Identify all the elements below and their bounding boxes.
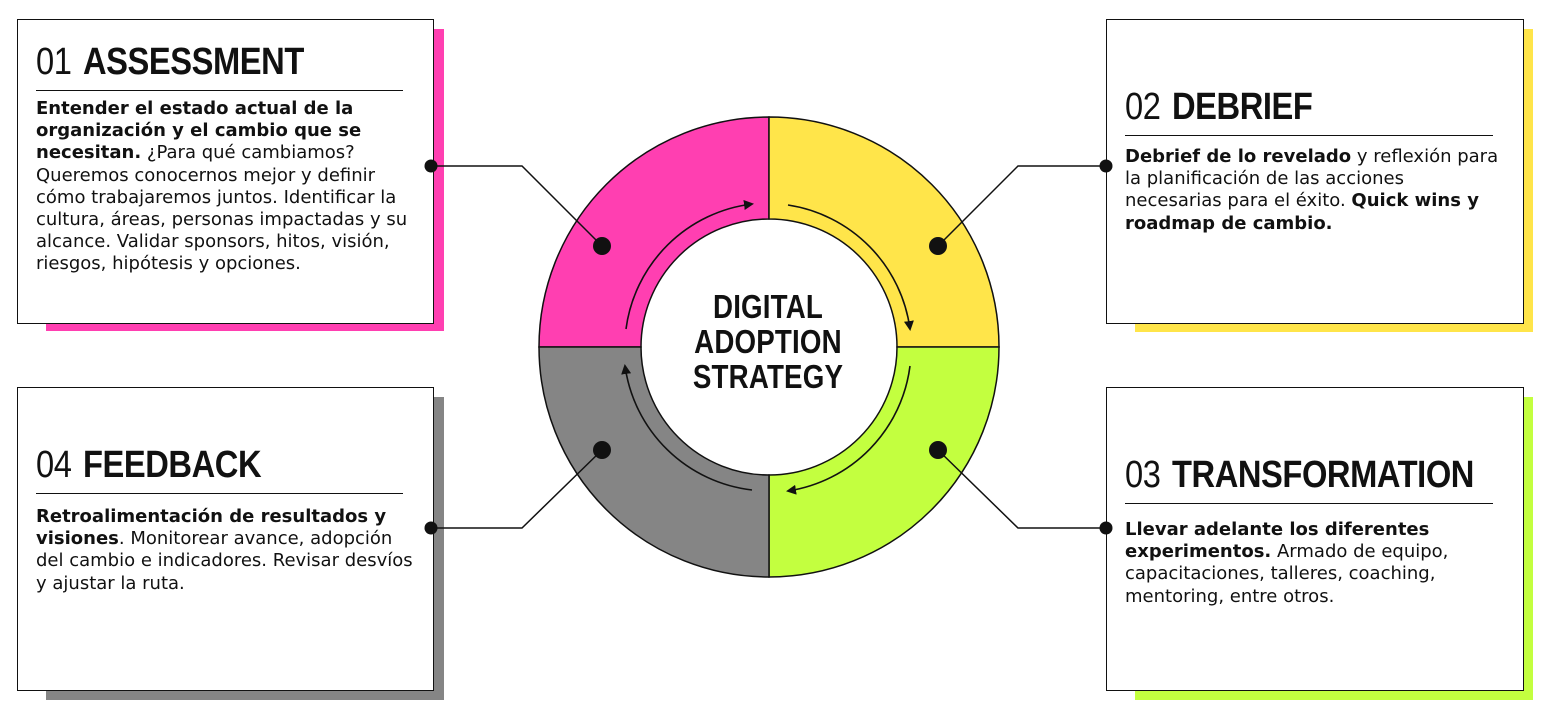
feedback-segment xyxy=(538,346,770,578)
transformation-description-text: Armado de equipo, capacitaciones, taller… xyxy=(1125,541,1449,607)
transformation-number: 03 xyxy=(1125,454,1161,496)
debrief-description-bold: Debrief de lo revelado xyxy=(1125,146,1352,167)
debrief-card: 02 DEBRIEF Debrief de lo revelado y refl… xyxy=(1106,19,1524,324)
feedback-title: FEEDBACK xyxy=(83,444,262,486)
assessment-title: ASSESSMENT xyxy=(83,41,305,83)
assessment-description-bold: Entender el estado actual de la organiza… xyxy=(36,98,362,164)
assessment-description-text: ¿Para qué cambiamos? Queremos conocernos… xyxy=(36,142,408,275)
feedback-description: Retroalimentación de resultados y vision… xyxy=(36,506,415,595)
debrief-description: Debrief de lo revelado y reflexión para … xyxy=(1125,146,1505,235)
cycle-arrow-transformation xyxy=(786,365,911,495)
transformation-description: Llevar adelante los diferentes experimen… xyxy=(1125,519,1505,608)
debrief-description-text: y reflexión para la planificación de las… xyxy=(1125,146,1499,212)
transformation-card: 03 TRANSFORMATION Llevar adelante los di… xyxy=(1106,387,1524,691)
transformation-card-title: 03 TRANSFORMATION xyxy=(1125,453,1493,504)
assessment-card-title: 01 ASSESSMENT xyxy=(36,40,403,91)
debrief-description-bold-2: Quick wins y roadmap de cambio. xyxy=(1125,190,1479,234)
assessment-number: 01 xyxy=(36,41,72,83)
feedback-description-bold: Retroalimentación de resultados y vision… xyxy=(36,506,387,550)
feedback-connector xyxy=(424,441,611,535)
debrief-segment xyxy=(768,116,1000,348)
assessment-card: 01 ASSESSMENT Entender el estado actual … xyxy=(17,19,434,324)
debrief-card-title: 02 DEBRIEF xyxy=(1125,85,1493,136)
assessment-segment xyxy=(538,116,770,348)
debrief-number: 02 xyxy=(1125,86,1161,128)
feedback-description-text: . Monitorear avance, adopción del cambio… xyxy=(36,528,413,594)
transformation-segment xyxy=(768,346,1000,578)
transformation-title: TRANSFORMATION xyxy=(1172,454,1475,496)
center-title-line-3: STRATEGY xyxy=(692,358,844,395)
center-title-line-2: ADOPTION xyxy=(694,323,842,360)
center-title: DIGITAL ADOPTION STRATEGY xyxy=(684,289,852,394)
cycle-arrow-debrief xyxy=(787,204,914,331)
center-title-line-1: DIGITAL xyxy=(713,288,823,325)
transformation-connector xyxy=(929,441,1113,535)
debrief-title: DEBRIEF xyxy=(1172,86,1313,128)
cycle-arrow-assessment xyxy=(625,200,754,330)
feedback-card-title: 04 FEEDBACK xyxy=(36,443,403,494)
feedback-number: 04 xyxy=(36,444,72,486)
cycle-arrow-feedback xyxy=(621,364,753,491)
assessment-connector xyxy=(424,159,611,255)
debrief-connector xyxy=(929,159,1113,255)
assessment-description: Entender el estado actual de la organiza… xyxy=(36,98,415,276)
feedback-card: 04 FEEDBACK Retroalimentación de resulta… xyxy=(17,387,434,691)
transformation-description-bold: Llevar adelante los diferentes experimen… xyxy=(1125,519,1430,563)
